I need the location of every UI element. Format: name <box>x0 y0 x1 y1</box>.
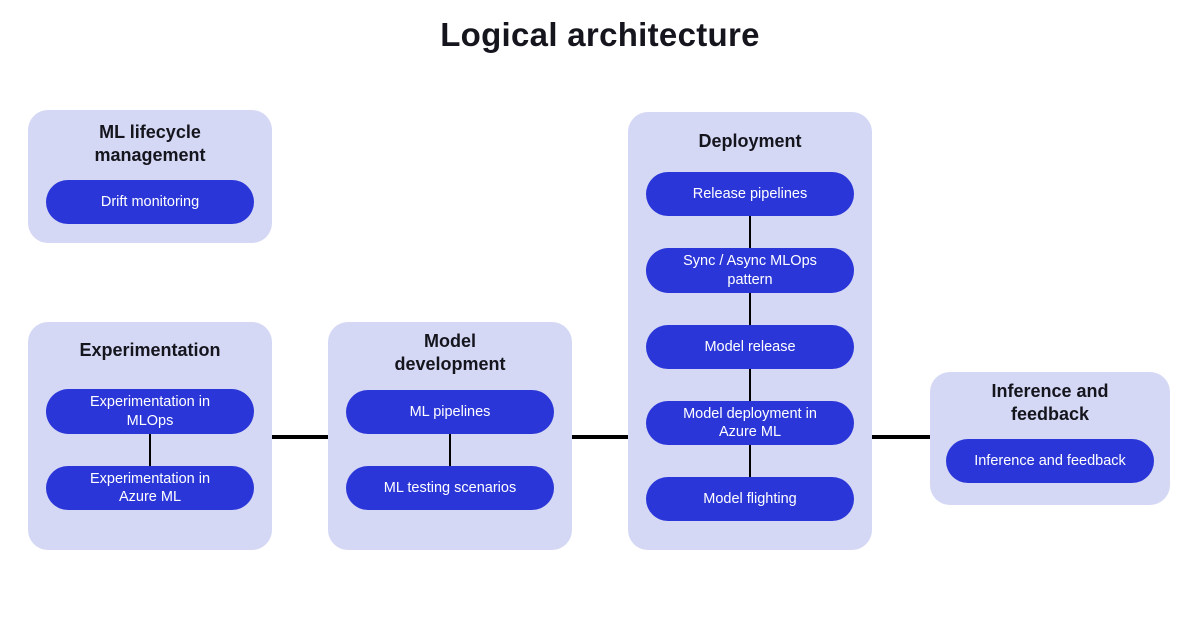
vertical-connector <box>149 433 151 466</box>
group-deployment: Deployment Release pipelines Sync / Asyn… <box>628 112 872 550</box>
group-title-deployment: Deployment <box>698 131 802 151</box>
vertical-connector <box>749 216 751 249</box>
group-title-model-development: Model development <box>394 331 506 375</box>
group-title-ml-lifecycle-management: ML lifecycle management <box>94 122 206 166</box>
node-sync-async-mlops-pattern: Sync / Async MLOps pattern <box>646 248 854 293</box>
node-release-pipelines: Release pipelines <box>646 172 854 217</box>
node-ml-testing-scenarios: ML testing scenarios <box>346 465 554 510</box>
vertical-connector <box>749 368 751 401</box>
diagram-title: Logical architecture <box>440 16 760 53</box>
node-ml-pipelines: ML pipelines <box>346 389 554 434</box>
node-experimentation-in-azure-ml: Experimentation in Azure ML <box>46 465 254 510</box>
group-inference-and-feedback: Inference and feedback Inference and fee… <box>930 372 1170 505</box>
horizontal-connector-deployment-to-inference <box>872 435 930 439</box>
node-inference-and-feedback: Inference and feedback <box>946 438 1154 483</box>
group-title-experimentation: Experimentation <box>79 340 221 360</box>
horizontal-connector-experimentation-to-model-development <box>272 435 328 439</box>
horizontal-connector-model-development-to-deployment <box>572 435 628 439</box>
node-model-flighting: Model flighting <box>646 476 854 521</box>
node-model-deployment-in-azure-ml: Model deployment in Azure ML <box>646 400 854 445</box>
vertical-connector <box>449 433 451 466</box>
node-model-release: Model release <box>646 324 854 369</box>
group-ml-lifecycle-management: ML lifecycle management Drift monitoring <box>28 110 272 243</box>
group-title-inference-and-feedback: Inference and feedback <box>991 381 1109 425</box>
node-drift-monitoring: Drift monitoring <box>46 179 254 224</box>
group-experimentation: Experimentation Experimentation in MLOps… <box>28 322 272 550</box>
node-experimentation-in-mlops: Experimentation in MLOps <box>46 389 254 434</box>
vertical-connector <box>749 292 751 325</box>
vertical-connector <box>749 444 751 477</box>
group-model-development: Model development ML pipelines ML testin… <box>328 322 572 550</box>
